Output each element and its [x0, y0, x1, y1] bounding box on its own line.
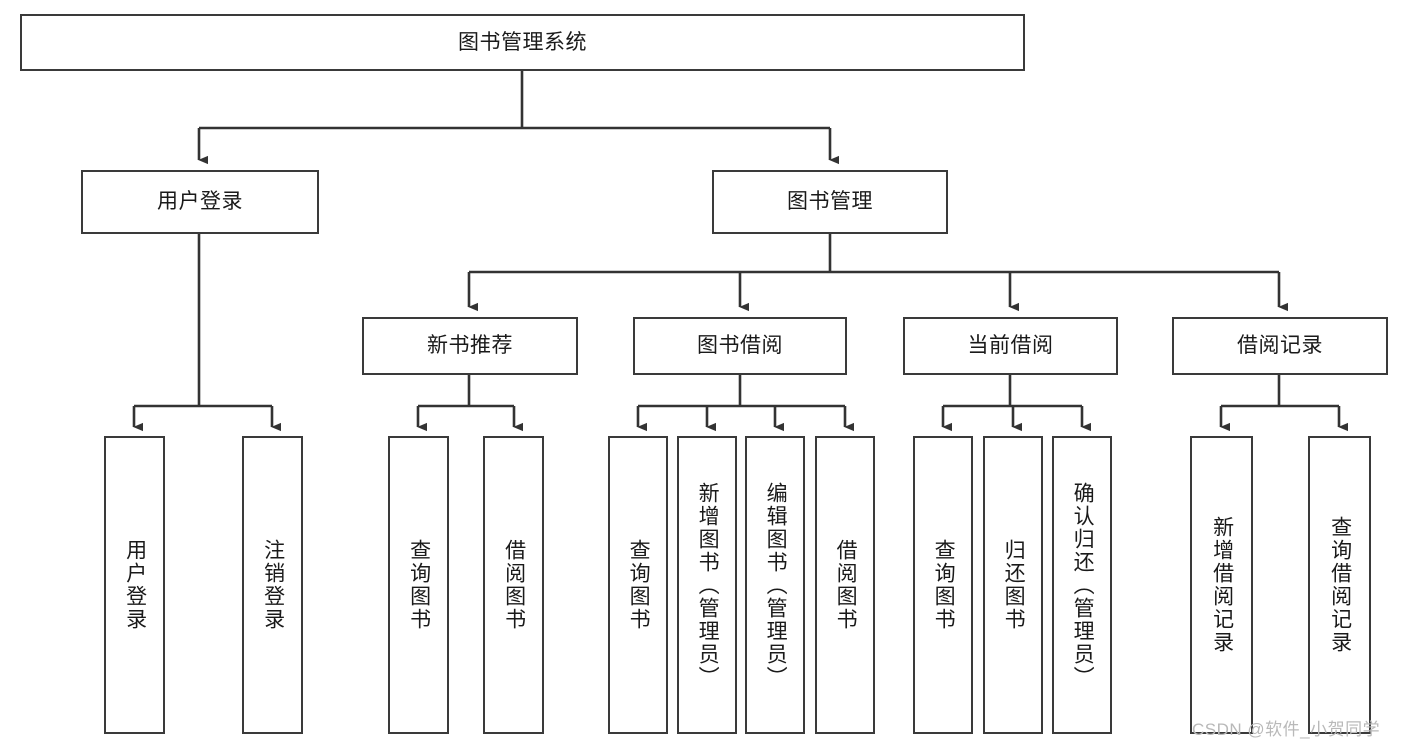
leaf-add-book-admin[interactable]: 新增图书（管理员） [677, 436, 737, 734]
leaf-query-book-current-label: 查询图书 [932, 539, 956, 631]
leaf-user-login[interactable]: 用户登录 [104, 436, 165, 734]
leaf-user-login-label: 用户登录 [123, 539, 147, 631]
leaf-confirm-return-admin[interactable]: 确认归还（管理员） [1052, 436, 1112, 734]
leaf-return-book-label: 归还图书 [1002, 539, 1026, 631]
node-book-management-label: 图书管理 [787, 190, 873, 214]
node-root-label: 图书管理系统 [458, 30, 587, 54]
leaf-borrow-book-rec[interactable]: 借阅图书 [483, 436, 544, 734]
leaf-logout-login-label: 注销登录 [261, 539, 285, 631]
leaf-confirm-return-admin-label: 确认归还（管理员） [1071, 481, 1095, 689]
leaf-add-borrow-record-label: 新增借阅记录 [1210, 516, 1234, 654]
leaf-borrow-book-rec-label: 借阅图书 [502, 539, 526, 631]
leaf-borrow-book[interactable]: 借阅图书 [815, 436, 875, 734]
leaf-edit-book-admin-label: 编辑图书（管理员） [764, 481, 788, 689]
node-new-book-recommend[interactable]: 新书推荐 [362, 317, 578, 375]
leaf-logout-login[interactable]: 注销登录 [242, 436, 303, 734]
leaf-add-borrow-record[interactable]: 新增借阅记录 [1190, 436, 1253, 734]
node-borrow-record[interactable]: 借阅记录 [1172, 317, 1388, 375]
leaf-edit-book-admin[interactable]: 编辑图书（管理员） [745, 436, 805, 734]
node-book-borrow-label: 图书借阅 [697, 334, 783, 358]
leaf-query-borrow-record[interactable]: 查询借阅记录 [1308, 436, 1371, 734]
node-user-login[interactable]: 用户登录 [81, 170, 319, 234]
node-root[interactable]: 图书管理系统 [20, 14, 1025, 71]
leaf-query-book-rec[interactable]: 查询图书 [388, 436, 449, 734]
leaf-query-borrow-record-label: 查询借阅记录 [1328, 516, 1352, 654]
node-borrow-record-label: 借阅记录 [1237, 334, 1323, 358]
node-book-borrow[interactable]: 图书借阅 [633, 317, 847, 375]
node-new-book-recommend-label: 新书推荐 [427, 334, 513, 358]
leaf-return-book[interactable]: 归还图书 [983, 436, 1043, 734]
node-user-login-label: 用户登录 [157, 190, 243, 214]
leaf-borrow-book-label: 借阅图书 [834, 539, 858, 631]
node-current-borrow[interactable]: 当前借阅 [903, 317, 1118, 375]
connectors [132, 71, 1349, 432]
leaf-query-book-rec-label: 查询图书 [407, 539, 431, 631]
leaf-query-book-current[interactable]: 查询图书 [913, 436, 973, 734]
node-current-borrow-label: 当前借阅 [967, 334, 1054, 358]
leaf-query-book-borrow-label: 查询图书 [627, 539, 651, 631]
node-book-management[interactable]: 图书管理 [712, 170, 948, 234]
leaf-query-book-borrow[interactable]: 查询图书 [608, 436, 668, 734]
leaf-add-book-admin-label: 新增图书（管理员） [696, 481, 720, 689]
